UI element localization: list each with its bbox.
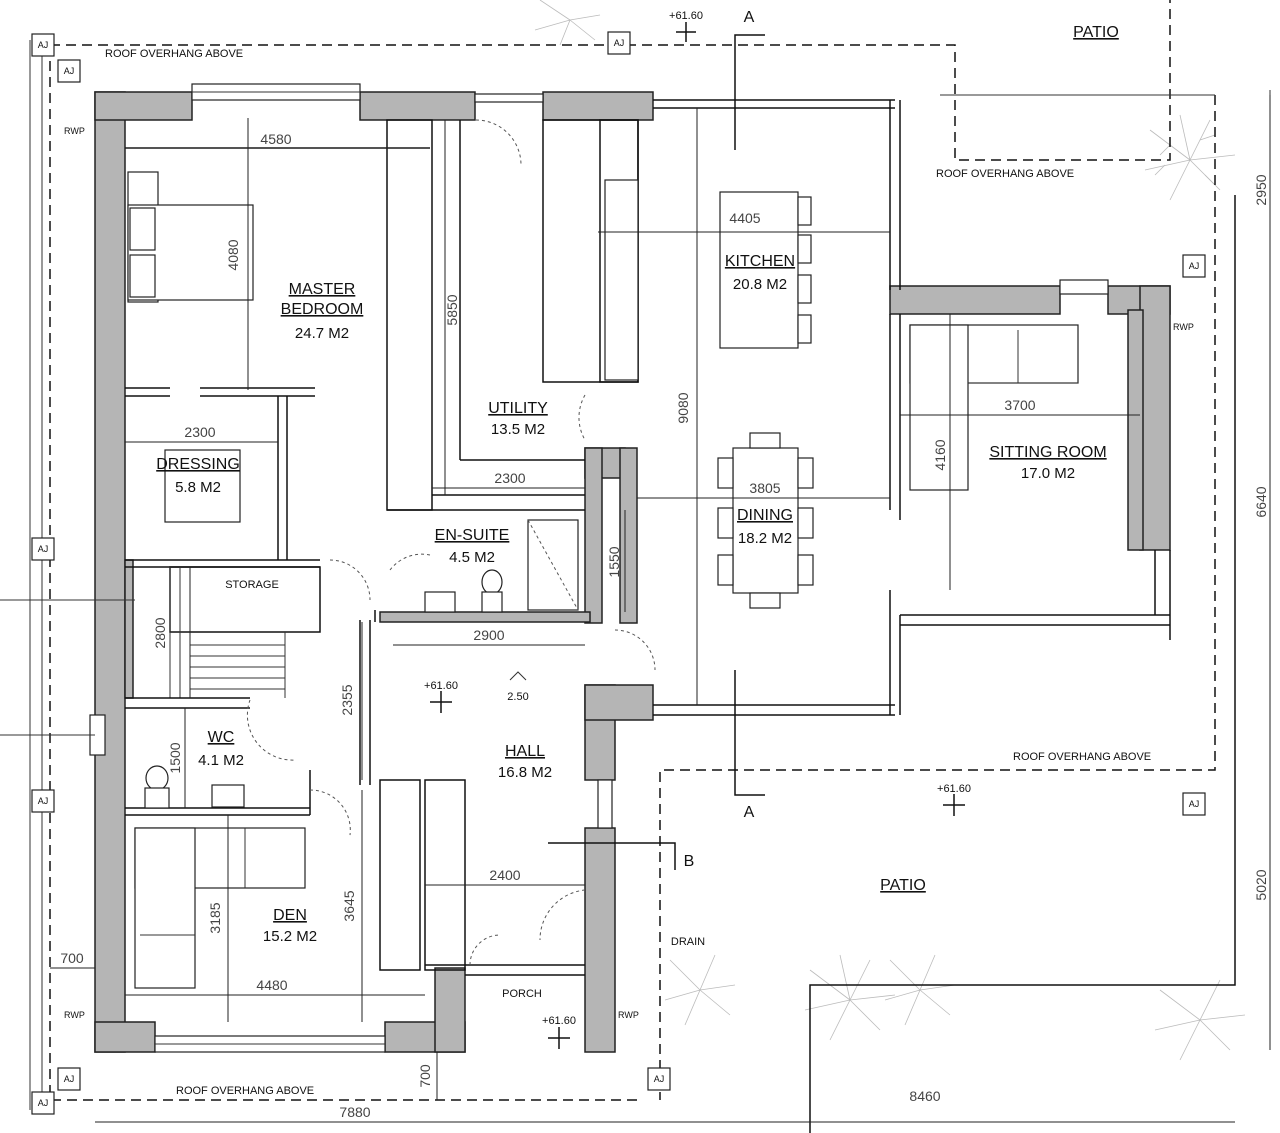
aj-tag-7: AJ xyxy=(1189,799,1200,809)
interior-lines xyxy=(125,99,1171,976)
aj-tag-3: AJ xyxy=(614,38,625,48)
drain-label: DRAIN xyxy=(671,936,705,948)
step-level-label: 2.50 xyxy=(507,691,528,703)
dressing-area: 5.8 M2 xyxy=(175,479,221,496)
sitting-room-label: SITTING ROOM xyxy=(989,444,1106,461)
aj-tag-1: AJ xyxy=(38,40,49,50)
aj-tag-labels: AJ AJ AJ AJ AJ AJ AJ AJ AJ AJ xyxy=(38,38,1200,1108)
level-label-4: +61.60 xyxy=(542,1015,576,1027)
aj-tag-2: AJ xyxy=(64,66,75,76)
level-label-1: +61.60 xyxy=(669,10,703,22)
dim-4160: 4160 xyxy=(932,439,948,470)
en-suite-area: 4.5 M2 xyxy=(449,549,495,566)
dim-2800: 2800 xyxy=(152,617,168,648)
section-a-bottom: A xyxy=(744,804,755,821)
master-bedroom-label-2: BEDROOM xyxy=(281,301,364,318)
patio-bottom-label: PATIO xyxy=(880,877,926,894)
master-bedroom-area: 24.7 M2 xyxy=(295,325,349,342)
dim-700-west: 700 xyxy=(60,950,84,966)
wc-label: WC xyxy=(208,729,235,746)
patio-top-label: PATIO xyxy=(1073,24,1119,41)
utility-area: 13.5 M2 xyxy=(491,421,545,438)
dim-3805: 3805 xyxy=(749,480,780,496)
porch-label: PORCH xyxy=(502,988,542,1000)
dining-label: DINING xyxy=(737,507,793,524)
room-labels: MASTER BEDROOM 24.7 M2 KITCHEN 20.8 M2 S… xyxy=(156,253,1106,1000)
dim-2400: 2400 xyxy=(489,867,520,883)
aj-tag-8: AJ xyxy=(64,1074,75,1084)
en-suite-label: EN-SUITE xyxy=(435,527,510,544)
dim-1550: 1550 xyxy=(606,546,622,577)
dim-2950: 2950 xyxy=(1253,174,1269,205)
dim-3700: 3700 xyxy=(1004,397,1035,413)
rwp-label-4: RWP xyxy=(618,1010,639,1020)
roof-overhang-outline xyxy=(29,0,1271,1133)
dim-4580: 4580 xyxy=(260,131,291,147)
wc-area: 4.1 M2 xyxy=(198,752,244,769)
dim-8460: 8460 xyxy=(909,1088,940,1104)
windows xyxy=(89,83,1109,1053)
dim-6640: 6640 xyxy=(1253,486,1269,517)
roof-overhang-label-4: ROOF OVERHANG ABOVE xyxy=(176,1085,314,1097)
level-label-2: +61.60 xyxy=(424,680,458,692)
roof-overhang-label-1: ROOF OVERHANG ABOVE xyxy=(105,48,243,60)
dimension-labels: 4580 4080 5850 4405 2300 2300 9080 3700 … xyxy=(60,131,1269,1120)
dim-4080: 4080 xyxy=(225,239,241,270)
section-b: B xyxy=(684,853,695,870)
section-lines xyxy=(0,34,765,870)
dim-1500: 1500 xyxy=(167,742,183,773)
master-bedroom-label: MASTER xyxy=(289,281,356,298)
sitting-room-area: 17.0 M2 xyxy=(1021,465,1075,482)
dim-2355: 2355 xyxy=(339,684,355,715)
aj-tag-4: AJ xyxy=(1189,261,1200,271)
den-label: DEN xyxy=(273,907,307,924)
rwp-label-2: RWP xyxy=(1173,322,1194,332)
dim-7880: 7880 xyxy=(339,1104,370,1120)
den-area: 15.2 M2 xyxy=(263,928,317,945)
kitchen-label: KITCHEN xyxy=(725,253,795,270)
roof-overhang-label-2: ROOF OVERHANG ABOVE xyxy=(936,168,1074,180)
dim-2900: 2900 xyxy=(473,627,504,643)
dimension-lines xyxy=(50,95,1271,1123)
level-labels: +61.60 +61.60 +61.60 +61.60 2.50 xyxy=(424,10,971,1027)
walls xyxy=(94,91,1171,1053)
furniture xyxy=(127,171,1079,989)
dim-4480: 4480 xyxy=(256,977,287,993)
dim-3645: 3645 xyxy=(341,890,357,921)
exterior-labels: PATIO PATIO DRAIN ROOF OVERHANG ABOVE RO… xyxy=(64,24,1194,1097)
dim-2300-utility: 2300 xyxy=(494,470,525,486)
aj-tag-6: AJ xyxy=(38,796,49,806)
door-swings xyxy=(246,119,656,966)
section-a-top: A xyxy=(744,9,755,26)
dim-3185: 3185 xyxy=(207,902,223,933)
landscape-plants xyxy=(534,0,1246,1061)
dim-5850: 5850 xyxy=(444,294,460,325)
dim-2300-dressing: 2300 xyxy=(184,424,215,440)
hall-area: 16.8 M2 xyxy=(498,764,552,781)
aj-tags xyxy=(31,31,1206,1115)
aj-tag-10: AJ xyxy=(654,1074,665,1084)
roof-overhang-label-3: ROOF OVERHANG ABOVE xyxy=(1013,751,1151,763)
utility-label: UTILITY xyxy=(488,400,548,417)
section-mark-labels: A A B xyxy=(684,9,755,870)
rwp-label-1: RWP xyxy=(64,126,85,136)
hall-label: HALL xyxy=(505,743,545,760)
dim-5020: 5020 xyxy=(1253,869,1269,900)
level-label-3: +61.60 xyxy=(937,783,971,795)
dressing-label: DRESSING xyxy=(156,456,240,473)
storage-label: STORAGE xyxy=(225,579,279,591)
level-marks xyxy=(430,22,965,1049)
dim-9080: 9080 xyxy=(675,392,691,423)
rwp-label-3: RWP xyxy=(64,1010,85,1020)
dim-700-south: 700 xyxy=(417,1064,433,1088)
dining-area: 18.2 M2 xyxy=(738,530,792,547)
dim-4405: 4405 xyxy=(729,210,760,226)
aj-tag-9: AJ xyxy=(38,1098,49,1108)
kitchen-area: 20.8 M2 xyxy=(733,276,787,293)
aj-tag-5: AJ xyxy=(38,544,49,554)
